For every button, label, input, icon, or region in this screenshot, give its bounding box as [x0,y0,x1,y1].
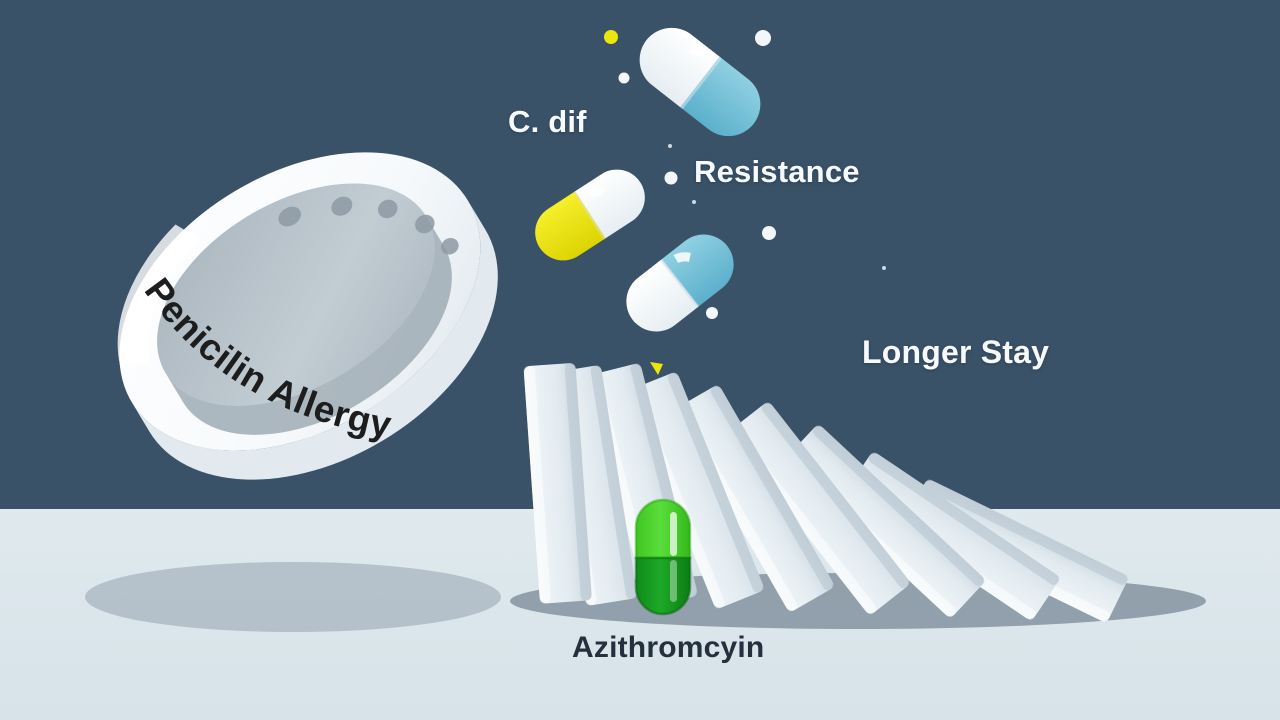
label-resistance: Resistance [694,154,860,189]
label-c-dif: C. dif [508,104,587,139]
label-longer-stay: Longer Stay [862,334,1050,370]
wristband-shadow [85,562,501,632]
domino-1 [523,363,592,604]
dot-yellow-1 [604,30,618,44]
scattered-dots [604,30,886,375]
dot-white-5 [692,200,696,204]
label-azithromcyin: Azithromcyin [572,631,765,664]
dot-white-8 [882,266,886,270]
dot-white-3 [668,144,672,148]
dot-yellow-2 [650,362,663,375]
floating-capsule-blue-top [639,27,761,137]
dot-white-6 [762,226,776,240]
dot-white-7 [706,307,718,319]
floating-capsule-blue-lower [626,234,734,332]
wristband-holes [278,196,459,255]
dot-white-4 [664,171,678,185]
green-capsule [634,498,692,616]
dot-white-1 [755,30,771,46]
penicilin-allergy-wristband [117,152,498,480]
dot-white-2 [618,72,630,84]
domino-row [523,363,1128,622]
floating-capsule-yellow [535,169,645,261]
